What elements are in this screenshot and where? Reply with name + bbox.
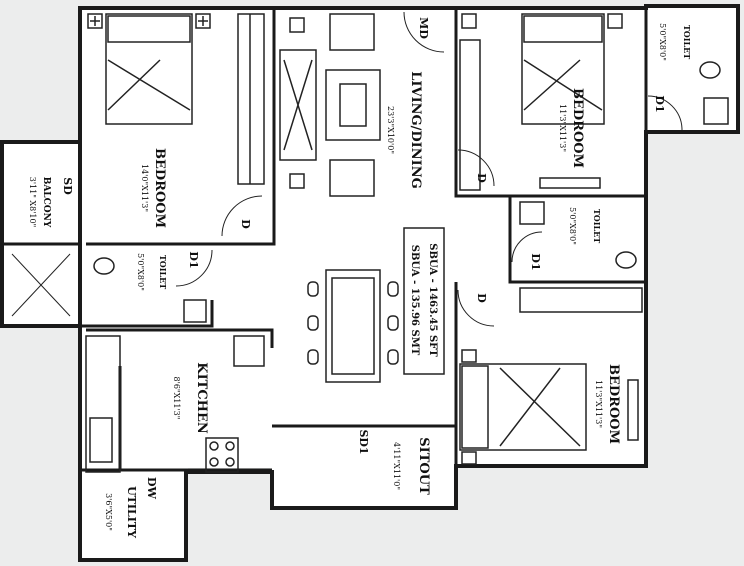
toilet-fixtures (93, 61, 729, 323)
bed-left (87, 13, 211, 125)
bed-right (459, 13, 623, 191)
room-name-kitchen: KITCHEN (194, 362, 209, 434)
bed-bottom (459, 287, 643, 465)
door-d1-midright: D1 (529, 253, 542, 270)
dining-table (307, 269, 399, 383)
room-size-utility: 3'6"X5'0" (104, 493, 113, 531)
room-name-toilet-topright: TOILET (682, 25, 692, 59)
interior-walls (2, 8, 648, 472)
area-sqm: SBUA - 135.96 SMT (409, 245, 420, 356)
room-name-bedroom-bottom: BEDROOM (606, 364, 621, 444)
sofa-set (279, 13, 381, 197)
room-name-bedroom-right: BEDROOM (570, 88, 585, 168)
labels: BEDROOM 14'0"X11'3" BEDROOM 11'3"X11'3" … (28, 17, 692, 538)
door-d-bottom: D (475, 293, 488, 303)
area-box (403, 227, 445, 375)
door-swings (175, 11, 683, 327)
room-size-sitout: 4'11"X11'0" (392, 442, 401, 490)
exterior-walls (0, 4, 740, 562)
room-size-toilet-topright: 5'0"X8'0" (658, 23, 667, 61)
door-md: MD (417, 17, 430, 39)
room-size-living: 23'3"X10'0" (386, 106, 395, 154)
area-sqft: SBUA - 1463.45 SFT (427, 243, 438, 357)
wardrobe-left (237, 13, 265, 185)
room-size-bedroom-bottom: 11'3"X11'3" (594, 380, 603, 428)
room-size-bedroom-right: 11'3"X11'3" (558, 104, 567, 152)
room-name-utility: UTILITY (125, 486, 138, 538)
door-d-left: D (239, 219, 252, 229)
door-d1-left: D1 (187, 251, 200, 268)
door-sd: SD (61, 177, 74, 195)
room-size-bedroom-left: 14'0"X11'3" (140, 164, 149, 212)
door-sd1: SD1 (357, 429, 370, 454)
room-name-living: LIVING/DINING (408, 71, 423, 188)
kitchen-counter (85, 335, 265, 473)
room-size-balcony: 3'11" X8'10" (28, 177, 37, 228)
room-name-toilet-midright: TOILET (592, 209, 602, 243)
door-d1-topright: D1 (653, 95, 666, 112)
room-name-bedroom-left: BEDROOM (152, 148, 167, 228)
room-size-kitchen: 8'6"X11'3" (172, 377, 181, 420)
room-name-toilet-left: TOILET (158, 255, 168, 289)
room-size-toilet-left: 5'0"X8'0" (136, 253, 145, 291)
room-size-toilet-midright: 5'0"X8'0" (568, 207, 577, 245)
room-name-balcony: BALCONY (41, 177, 51, 228)
door-dw: DW (145, 477, 158, 500)
floor-area (0, 6, 738, 560)
door-d-right: D (475, 173, 488, 183)
balcony-pattern (11, 253, 71, 317)
room-name-sitout: SITOUT (416, 437, 431, 495)
